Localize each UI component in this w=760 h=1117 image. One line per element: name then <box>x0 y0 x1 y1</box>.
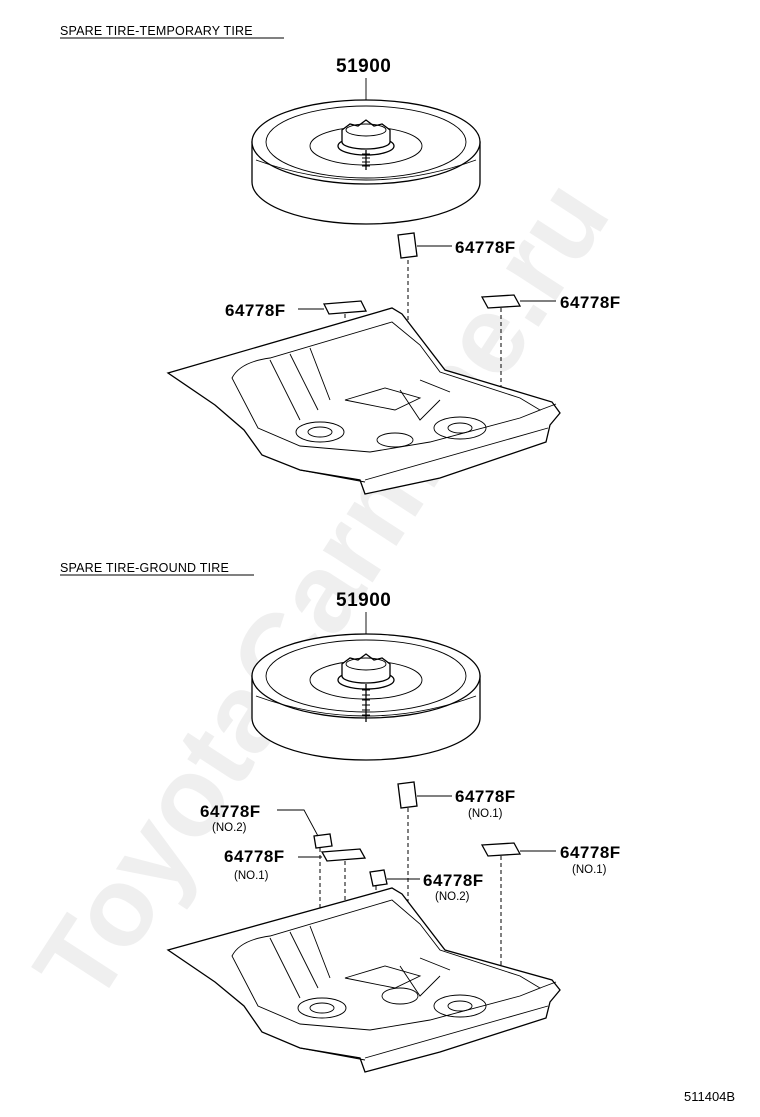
part-label: 64778F <box>200 802 261 821</box>
part-label: 64778F <box>224 847 285 866</box>
section-ground-tire: SPARE TIRE-GROUND TIRE 51900 64778F (NO <box>60 561 621 1073</box>
leader-line <box>277 809 319 837</box>
part-label: 64778F <box>225 301 286 320</box>
floor-pan-illustration <box>166 307 561 495</box>
part-sub-label: (NO.1) <box>234 870 269 882</box>
part-sub-label: (NO.1) <box>468 808 503 820</box>
watermark: ToyotaCarmine.ru <box>10 158 632 1023</box>
cushion-pad-illustration <box>313 781 522 887</box>
spare-tire-illustration <box>251 633 481 761</box>
floor-pan-illustration <box>166 887 561 1073</box>
part-sub-label: (NO.2) <box>212 822 247 834</box>
part-label: 64778F <box>560 293 621 312</box>
part-label: 64778F <box>455 238 516 257</box>
section-title-ground: SPARE TIRE-GROUND TIRE <box>60 561 229 575</box>
section-temporary-tire: SPARE TIRE-TEMPORARY TIRE 51900 647 <box>60 24 621 495</box>
part-sub-label: (NO.2) <box>435 891 470 903</box>
part-sub-label: (NO.1) <box>572 864 607 876</box>
spare-tire-illustration <box>251 99 481 225</box>
tire-part-number: 51900 <box>336 56 391 77</box>
figure-code: 511404B <box>684 1089 735 1104</box>
section-title-temporary: SPARE TIRE-TEMPORARY TIRE <box>60 24 253 38</box>
part-label: 64778F <box>423 871 484 890</box>
tire-part-number: 51900 <box>336 590 391 611</box>
part-label: 64778F <box>560 843 621 862</box>
part-label: 64778F <box>455 787 516 806</box>
cushion-pad-illustration <box>322 232 522 315</box>
